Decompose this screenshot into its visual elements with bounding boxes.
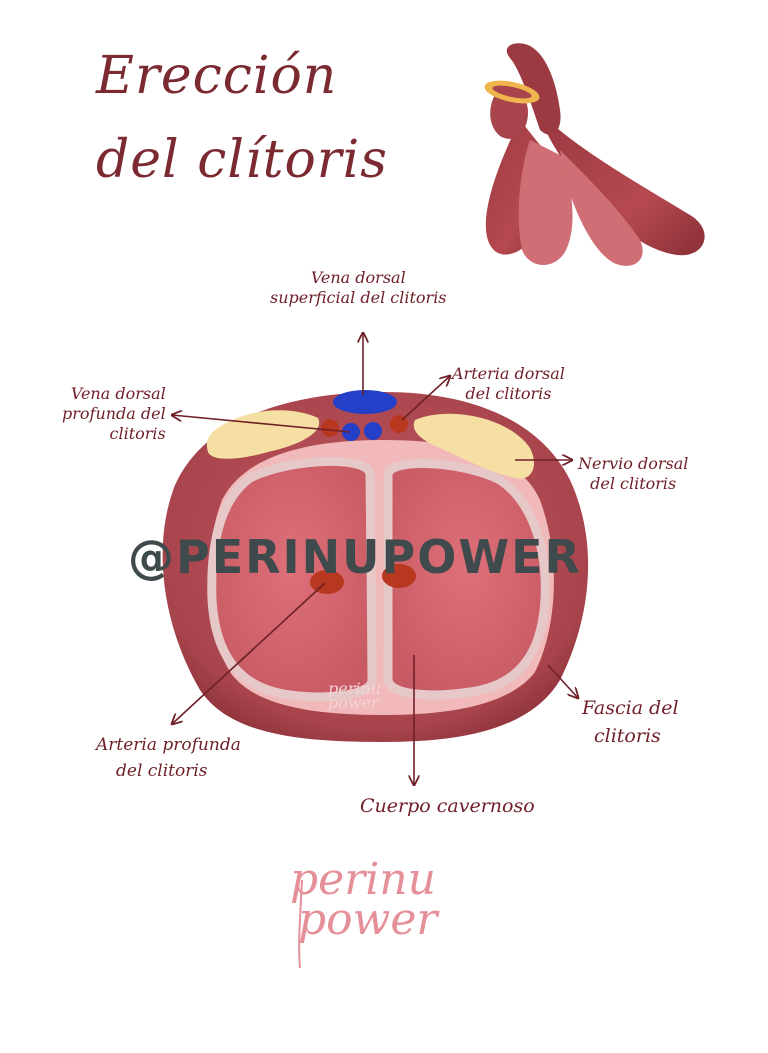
title-line-2: del clítoris — [96, 130, 388, 190]
arteria-dorsal-left — [321, 419, 339, 437]
label-line: del clitoris — [465, 384, 552, 403]
label-arteria-dorsal: Arteria dorsal del clitoris — [452, 364, 565, 404]
cavernous-body-left — [207, 456, 377, 702]
clitoris-bulb-right — [560, 150, 643, 266]
label-line: del clitoris — [116, 761, 208, 781]
brand-logo-line-2: power — [298, 894, 438, 945]
brand-logo-line-1: perinu — [290, 854, 436, 905]
label-line: Nervio dorsal — [578, 454, 689, 473]
arrow-fascia — [547, 664, 578, 698]
label-line: Vena dorsal — [310, 268, 406, 287]
label-cuerpo-cavernoso: Cuerpo cavernoso — [360, 795, 535, 817]
watermark-text: @PERINUPOWER — [128, 530, 582, 584]
brand-logo: perinu power — [290, 854, 438, 945]
brand-small-logo: perinu power — [328, 679, 382, 712]
title-line-1: Erección — [96, 46, 338, 106]
label-vena-dorsal-profunda: Vena dorsal profunda del clitoris — [62, 384, 166, 444]
label-fascia: Fascia del clitoris — [582, 694, 679, 750]
label-arteria-profunda: Arteria profunda del clitoris — [96, 732, 241, 784]
leader-arrows — [172, 333, 578, 785]
label-line: clitoris — [594, 725, 661, 747]
label-line: Arteria dorsal — [452, 364, 565, 383]
vena-dorsal-profunda-1 — [342, 423, 360, 441]
vena-dorsal-profunda-2 — [364, 422, 382, 440]
arrow-arteria-profunda — [172, 582, 326, 724]
label-vena-dorsal-superficial: Vena dorsal superficial del clitoris — [270, 268, 447, 308]
clitoris-bulb-left — [518, 140, 573, 265]
cavernous-body-right — [383, 459, 550, 700]
brand-small-line-1: perinu — [328, 679, 382, 698]
arrow-vena-dorsal-profunda — [172, 415, 351, 433]
label-line: superficial del clitoris — [270, 288, 447, 307]
nerve-left — [206, 410, 320, 459]
arrow-arteria-dorsal — [401, 376, 450, 421]
brand-stroke — [298, 879, 303, 969]
brand-small-line-2: power — [328, 693, 379, 712]
clitoris-crus-right — [548, 120, 705, 256]
label-line: Vena dorsal — [70, 384, 166, 403]
cross-section — [162, 390, 589, 742]
label-nervio-dorsal: Nervio dorsal del clitoris — [578, 454, 688, 494]
clitoris-illustration — [484, 43, 705, 266]
label-line: del clitoris — [590, 474, 677, 493]
arteria-profunda-right — [382, 564, 416, 588]
label-line: profunda del — [62, 404, 166, 423]
label-line: Arteria profunda — [96, 735, 241, 755]
nerve-right — [413, 413, 535, 479]
label-line: clitoris — [109, 424, 166, 443]
clitoris-body — [506, 43, 561, 135]
label-line: Fascia del — [582, 697, 679, 719]
vena-dorsal-superficial — [333, 390, 397, 414]
